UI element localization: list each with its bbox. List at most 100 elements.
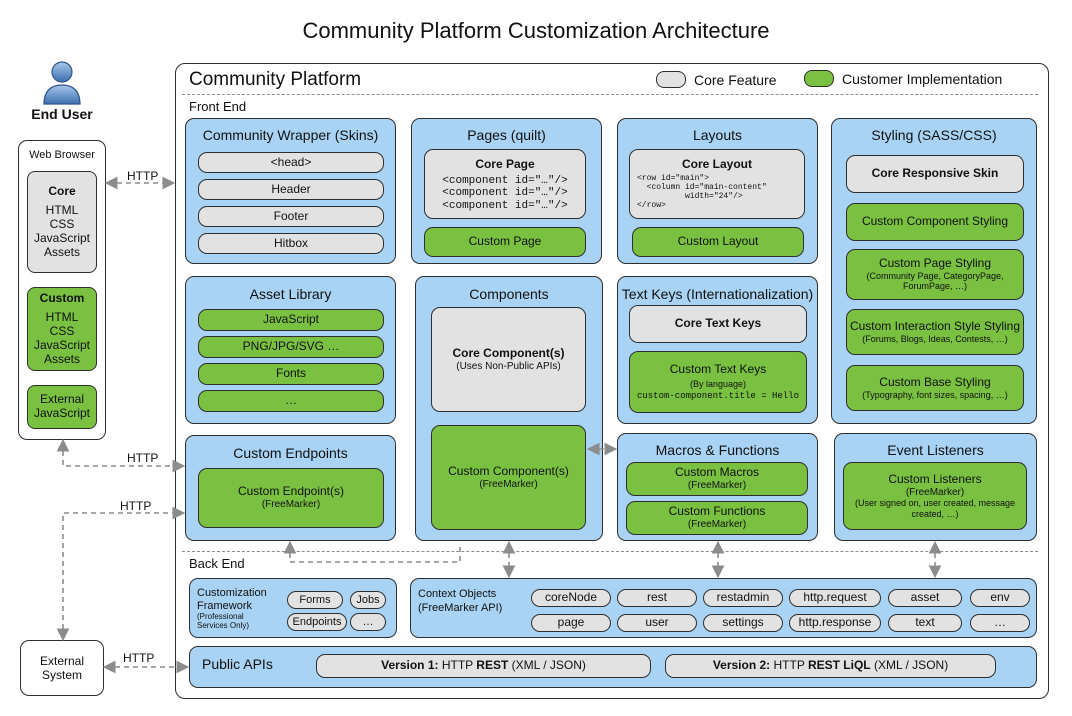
wrapper-item: Footer	[198, 206, 384, 227]
context-object: page	[531, 614, 611, 632]
web-browser-title: Web Browser	[29, 149, 95, 161]
context-object: asset	[888, 589, 962, 607]
browser-core: Core HTML CSS JavaScript Assets	[27, 171, 97, 273]
browser-custom-title: Custom	[39, 290, 85, 305]
context-object: user	[617, 614, 697, 632]
code-line: <component id="…"/>	[442, 200, 568, 213]
external-system-line: System	[41, 668, 82, 682]
item-sub: (FreeMarker)	[261, 499, 321, 511]
panel-title: Components	[469, 286, 549, 302]
api-type: REST	[476, 658, 509, 673]
item-title: Custom Endpoint(s)	[237, 484, 345, 499]
arrow-framework-endpoints	[283, 540, 461, 563]
wrapper-item: <head>	[198, 152, 384, 173]
item-title: Custom Listeners	[888, 472, 982, 486]
panel-title: Styling (SASS/CSS)	[871, 127, 997, 143]
custom-macros: Custom Macros (FreeMarker)	[626, 462, 808, 496]
custom-page-styling: Custom Page Styling (Community Page, Cat…	[846, 249, 1024, 300]
custom-functions: Custom Functions (FreeMarker)	[626, 501, 808, 535]
browser-custom: Custom HTML CSS JavaScript Assets	[27, 287, 97, 371]
core-text-keys: Core Text Keys	[629, 305, 807, 343]
custom-components: Custom Component(s) (FreeMarker)	[431, 425, 586, 530]
context-object: coreNode	[531, 589, 611, 607]
asset-item: PNG/JPG/SVG …	[198, 336, 384, 358]
context-object: text	[888, 614, 962, 632]
end-user-label: End User	[31, 106, 93, 122]
custom-base-styling: Custom Base Styling (Typography, font si…	[846, 365, 1024, 411]
item-sub: (FreeMarker)	[479, 478, 538, 490]
item-title: Custom Component(s)	[448, 463, 569, 478]
browser-custom-item: CSS	[49, 324, 75, 339]
text-keys-panel: Text Keys (Internationalization) Core Te…	[617, 276, 818, 424]
context-title-line: (FreeMarker API)	[418, 602, 503, 615]
framework-sub: (Professional	[197, 612, 244, 622]
api-protocol: HTTP	[438, 658, 477, 673]
code-line: <column id="main-content"	[637, 182, 767, 192]
arrow-browser-endpoints	[56, 438, 186, 473]
context-object: settings	[703, 614, 783, 632]
item-sub: (By language)	[689, 378, 747, 389]
layouts-panel: Layouts Core Layout <row id="main"> <col…	[617, 118, 818, 264]
custom-text-keys: Custom Text Keys (By language) custom-co…	[629, 351, 807, 413]
event-listeners-panel: Event Listeners Custom Listeners (FreeMa…	[834, 433, 1037, 541]
user-icon	[43, 61, 81, 105]
asset-item: Fonts	[198, 363, 384, 385]
asset-item: JavaScript	[198, 309, 384, 331]
framework-title: Customization Framework (Professional Se…	[197, 587, 267, 631]
custom-listeners: Custom Listeners (FreeMarker) (User sign…	[843, 462, 1027, 530]
api-version-2: Version 2: HTTP REST LiQL (XML / JSON)	[665, 654, 996, 678]
platform-title: Community Platform	[189, 69, 362, 90]
custom-interaction-styling: Custom Interaction Style Styling (Forums…	[846, 309, 1024, 355]
item-title: Custom Page Styling	[878, 256, 992, 271]
context-title-line: Context Objects	[418, 588, 497, 600]
api-version-1: Version 1: HTTP REST (XML / JSON)	[316, 654, 651, 678]
item-title: Custom Base Styling	[879, 374, 991, 389]
styling-panel: Styling (SASS/CSS) Core Responsive Skin …	[831, 118, 1037, 424]
browser-custom-item: HTML	[45, 310, 79, 325]
core-page-title: Core Page	[475, 157, 535, 171]
browser-core-item: JavaScript	[33, 230, 91, 245]
external-js-line: External	[39, 392, 85, 407]
core-layout: Core Layout <row id="main"> <column id="…	[629, 149, 805, 219]
asset-item: …	[198, 390, 384, 412]
browser-core-title: Core	[48, 183, 76, 198]
community-wrapper-panel: Community Wrapper (Skins) <head> Header …	[185, 118, 396, 264]
item-sub: (Typography, font sizes, spacing, …)	[862, 389, 1008, 400]
framework-item: Forms	[287, 591, 343, 609]
context-object: http.response	[789, 614, 881, 632]
api-format: (XML / JSON)	[870, 658, 949, 673]
core-responsive-skin: Core Responsive Skin	[846, 155, 1024, 193]
legend-custom-label: Customer Implementation	[842, 71, 1003, 87]
wrapper-item: Header	[198, 179, 384, 200]
panel-title: Pages (quilt)	[467, 127, 546, 143]
public-apis-panel: Public APIs Version 1: HTTP REST (XML / …	[189, 646, 1037, 688]
item-sub: (FreeMarker)	[905, 486, 965, 498]
panel-title: Text Keys (Internationalization)	[621, 286, 814, 302]
front-end-divider	[182, 94, 1038, 95]
item-title: Core Component(s)	[452, 345, 565, 360]
legend-core-label: Core Feature	[694, 72, 777, 88]
external-system-line: External	[39, 653, 85, 668]
framework-title-line: Framework	[197, 599, 253, 612]
item-sub: created, …)	[911, 508, 959, 519]
api-format: (XML / JSON)	[508, 658, 586, 673]
external-js-line: JavaScript	[33, 406, 91, 420]
legend-custom-swatch	[804, 70, 834, 87]
customization-framework-panel: Customization Framework (Professional Se…	[189, 578, 397, 638]
diagram-title: Community Platform Customization Archite…	[302, 18, 770, 43]
panel-title: Community Wrapper (Skins)	[202, 127, 379, 143]
api-version-label: Version 2:	[712, 658, 771, 673]
code-line: <component id="…"/>	[442, 187, 568, 200]
item-sub: (FreeMarker)	[687, 519, 747, 531]
front-end-label: Front End	[189, 99, 247, 114]
browser-core-item: Assets	[43, 244, 80, 259]
context-object: restadmin	[703, 589, 783, 607]
framework-item: …	[350, 613, 386, 631]
wrapper-item: Hitbox	[198, 233, 384, 254]
api-type: REST LiQL	[807, 658, 871, 673]
item-sub: (FreeMarker)	[687, 480, 747, 492]
api-protocol: HTTP	[770, 658, 808, 673]
pages-panel: Pages (quilt) Core Page <component id="……	[411, 118, 602, 264]
code-line: </row>	[637, 201, 666, 211]
